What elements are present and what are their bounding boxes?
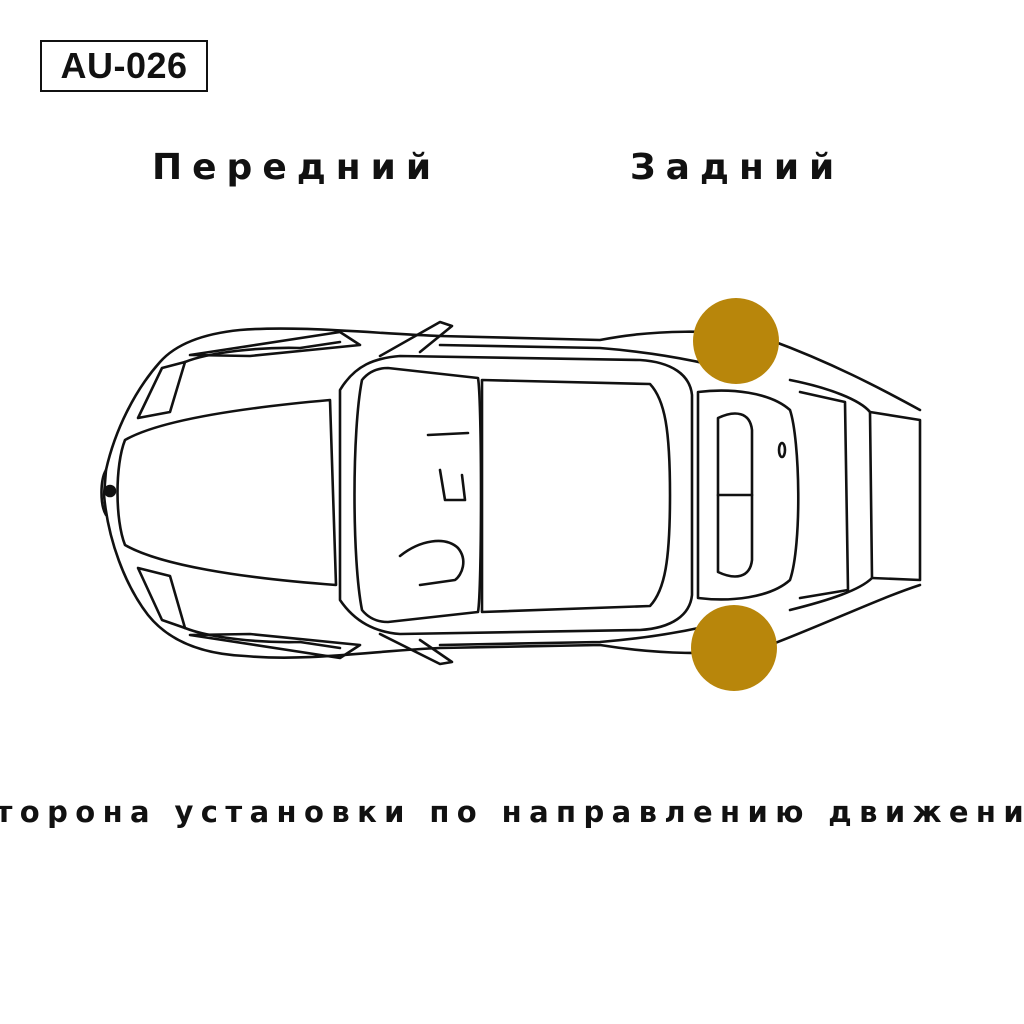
cabin-outline (338, 354, 694, 636)
car-hood (116, 398, 338, 587)
rear-deck (788, 378, 874, 612)
rear-edge (868, 410, 922, 582)
headlight-bottom (136, 566, 187, 630)
rear-window (696, 389, 800, 601)
hood-crease-bottom (183, 626, 342, 650)
rear-deck-line (798, 390, 850, 600)
windshield (353, 366, 483, 624)
product-code: AU-026 (60, 45, 188, 86)
rear-label: Задний (630, 147, 845, 188)
front-vent-top (188, 330, 362, 358)
roof (480, 378, 672, 614)
mirror-right (378, 632, 454, 666)
mirror-left (378, 320, 454, 358)
headlight-top (136, 360, 187, 420)
front-vent-bottom (188, 632, 362, 660)
car-emblem (103, 484, 117, 498)
rear-left-marker (693, 298, 779, 384)
wiper-top (426, 431, 470, 437)
rear-window-inner (716, 412, 754, 578)
installation-side-caption: Сторона установки по направлению движени… (0, 795, 1024, 829)
car-nose (100, 468, 108, 517)
front-label: Передний (152, 147, 442, 188)
car-body-outline (102, 327, 922, 659)
third-brake-light (777, 441, 787, 459)
wiper-center (438, 468, 467, 502)
steering-detail (398, 539, 465, 587)
rear-right-marker (691, 605, 777, 691)
product-code-badge: AU-026 (40, 40, 208, 92)
hood-crease-top (183, 340, 342, 364)
